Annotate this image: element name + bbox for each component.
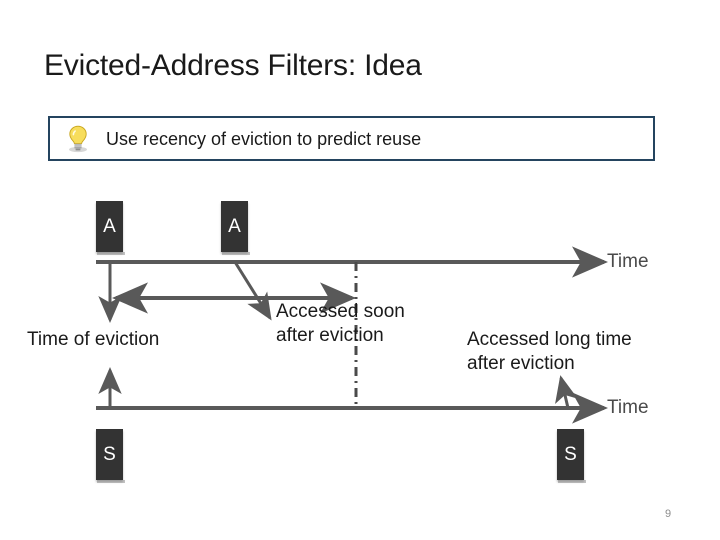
block-label: A <box>228 216 241 237</box>
block-a-second: A <box>221 201 250 255</box>
timeline-diagram <box>96 246 608 424</box>
label-accessed-long-line2: after eviction <box>467 353 575 374</box>
label-accessed-long-line1: Accessed long time <box>467 329 632 350</box>
label-accessed-soon-line2: after eviction <box>276 325 384 346</box>
callout-text: Use recency of eviction to predict reuse <box>106 128 422 149</box>
label-accessed-soon: Accessed soon after eviction <box>276 300 405 348</box>
block-label: S <box>103 444 116 465</box>
lightbulb-icon <box>63 122 93 154</box>
page-title: Evicted-Address Filters: Idea <box>44 49 422 82</box>
axis-label-time-bottom: Time <box>607 397 649 418</box>
block-label: S <box>564 444 577 465</box>
label-time-of-eviction: Time of eviction <box>27 329 160 350</box>
block-a-first: A <box>96 201 125 255</box>
label-accessed-soon-line1: Accessed soon <box>276 301 405 322</box>
label-accessed-long: Accessed long time after eviction <box>467 328 632 376</box>
access-long-arrow <box>555 375 578 409</box>
block-label: A <box>103 216 116 237</box>
callout-box: Use recency of eviction to predict reuse <box>48 116 655 161</box>
block-s-first: S <box>96 429 125 483</box>
page-number: 9 <box>665 508 672 520</box>
block-s-second: S <box>557 429 586 483</box>
axis-label-time-top: Time <box>607 251 649 272</box>
access-soon-arrow <box>233 261 272 321</box>
